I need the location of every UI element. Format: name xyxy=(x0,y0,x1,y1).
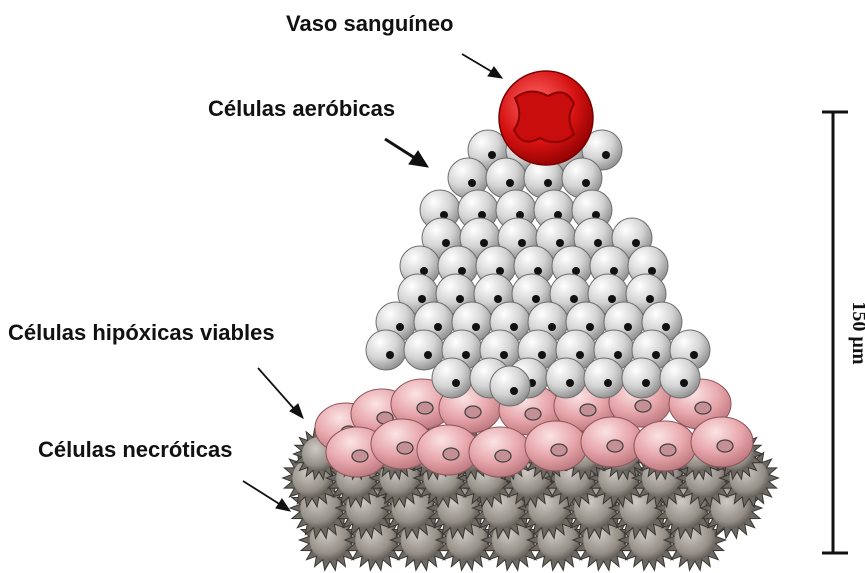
necrotic-arrowhead xyxy=(276,499,290,511)
vessel-arrowhead xyxy=(488,67,502,78)
hypoxic-arrow xyxy=(258,368,296,411)
aerobic-cell xyxy=(432,358,472,398)
aerobic-cell xyxy=(366,330,406,370)
aerobic-arrow xyxy=(385,139,418,160)
blood-vessel xyxy=(499,71,593,165)
scale-bar xyxy=(822,112,848,553)
aerobic-cell xyxy=(546,358,586,398)
necrotic-arrow xyxy=(243,481,281,505)
hypoxic-cell xyxy=(634,421,696,471)
aerobic-cell xyxy=(490,366,530,406)
hypoxic-cell xyxy=(581,417,643,467)
aerobic-cell xyxy=(622,358,662,398)
aerobic-cell xyxy=(660,358,700,398)
vessel-arrow xyxy=(462,54,494,73)
aerobic-arrowhead xyxy=(409,151,428,167)
hypoxic-cell xyxy=(469,427,531,477)
hypoxic-cell xyxy=(691,417,753,467)
aerobic-cell xyxy=(584,358,624,398)
scale-bar-label: 150 µm xyxy=(848,301,865,365)
hypoxic-cell xyxy=(525,421,587,471)
aerobic-cell-layer xyxy=(366,130,710,406)
